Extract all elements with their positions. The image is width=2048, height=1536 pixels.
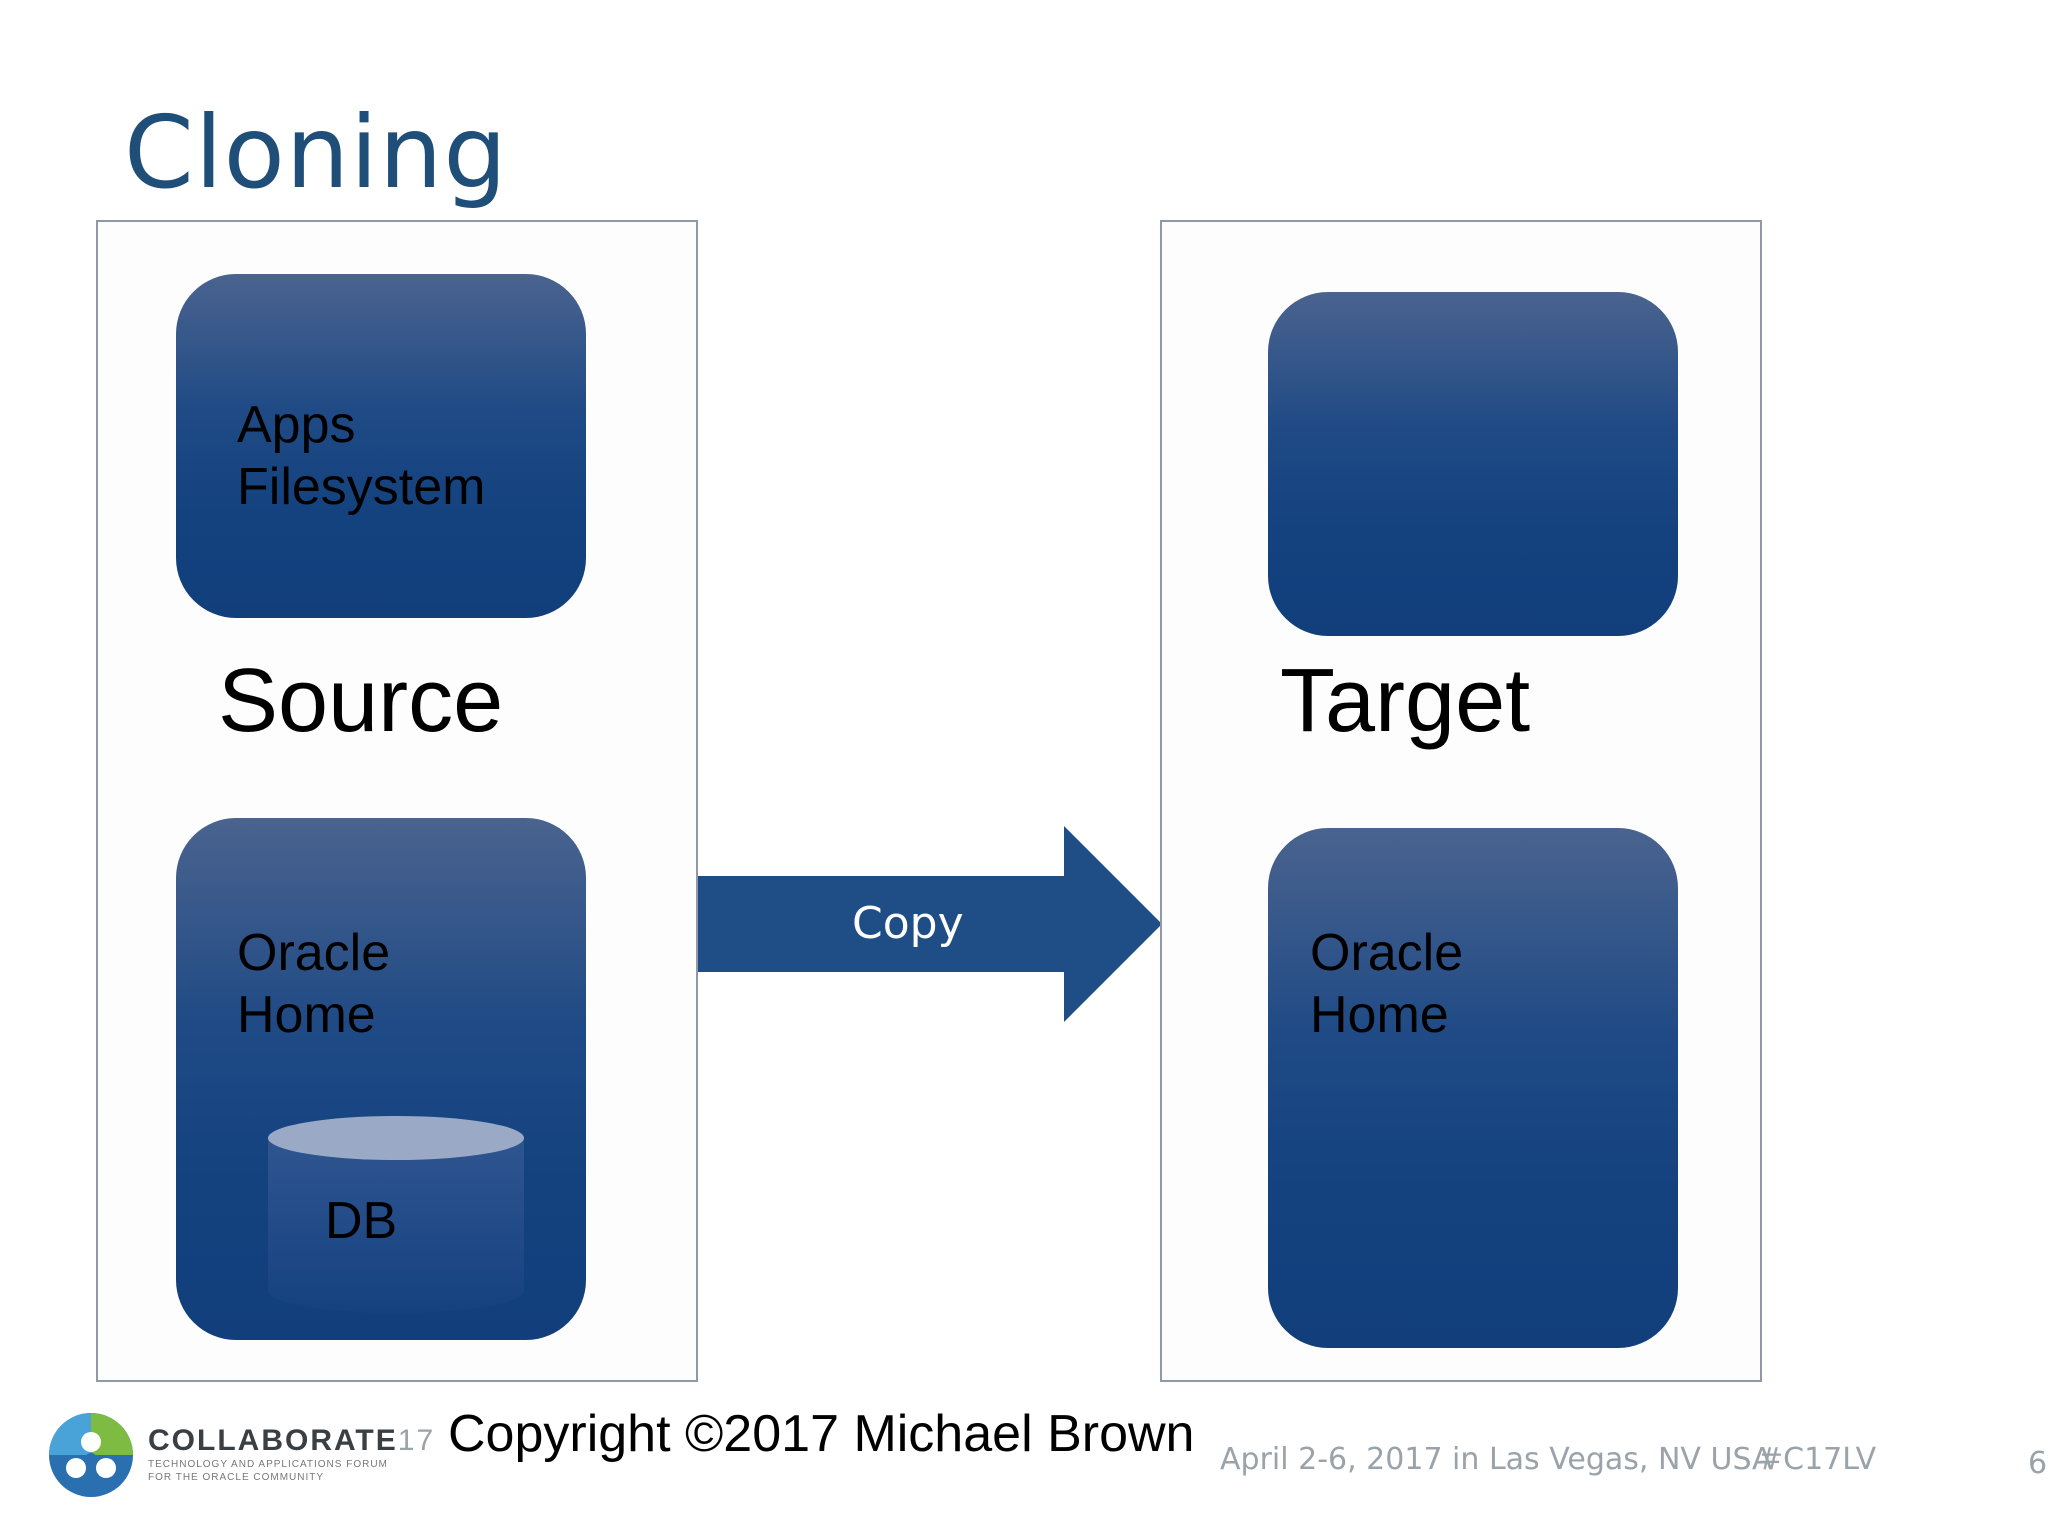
target-oracle-home-block: Oracle Home (1268, 828, 1678, 1348)
copy-arrow-label: Copy (852, 898, 964, 949)
source-oracle-home-block: Oracle Home DB (176, 818, 586, 1340)
source-oracle-home-label: Oracle Home (237, 924, 391, 1044)
event-info: April 2-6, 2017 in Las Vegas, NV USA (1220, 1442, 1773, 1477)
source-apps-filesystem-block: Apps Filesystem (176, 274, 586, 618)
slide-title: Cloning (124, 94, 508, 211)
logo-name: COLLABORATE (148, 1424, 398, 1457)
target-top-block (1268, 292, 1678, 636)
logo-tagline: TECHNOLOGY AND APPLICATIONS FORUM FOR TH… (148, 1459, 388, 1483)
collaborate-logo-icon (49, 1413, 133, 1497)
copy-arrow (698, 826, 1162, 1022)
db-label: DB (325, 1192, 398, 1250)
collaborate-logo-text: COLLABORATE17 TECHNOLOGY AND APPLICATION… (148, 1424, 435, 1484)
db-cylinder-icon (268, 1116, 524, 1313)
event-hashtag: #C17LV (1758, 1442, 1877, 1477)
source-label: Source (218, 651, 504, 751)
logo-year: 17 (397, 1424, 436, 1457)
page-number: 6 (2028, 1446, 2048, 1481)
target-label: Target (1280, 651, 1531, 751)
target-oracle-home-label: Oracle Home (1310, 924, 1464, 1044)
copyright-text: Copyright ©2017 Michael Brown (448, 1405, 1195, 1463)
source-apps-filesystem-label: Apps Filesystem (237, 396, 486, 516)
